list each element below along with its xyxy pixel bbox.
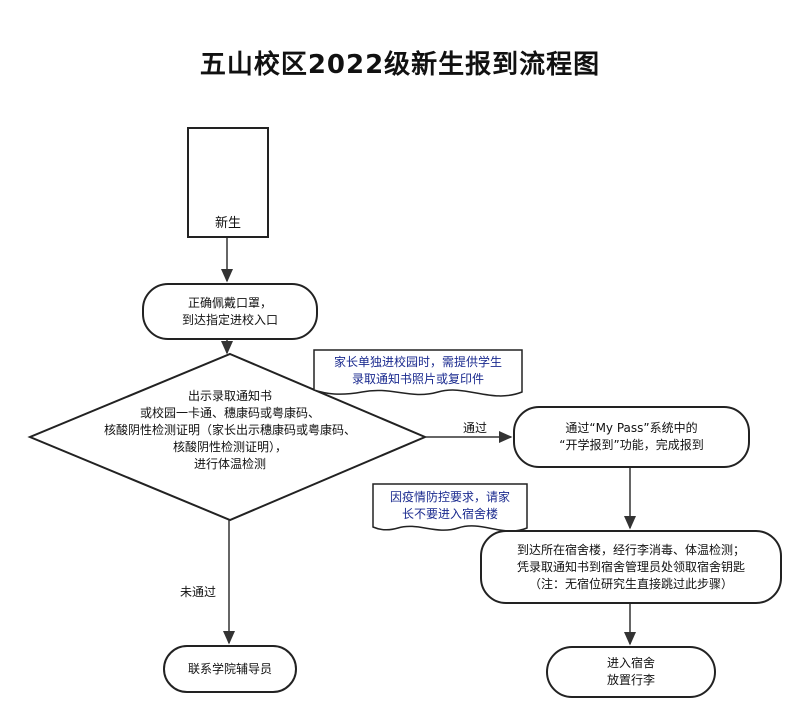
edge-pass-label: 通过 bbox=[463, 421, 488, 435]
step-dorm-line-2: 凭录取通知书到宿舍管理员处领取宿舍钥匙 bbox=[516, 559, 745, 574]
step-mypass-line-2: “开学报到”功能，完成报到 bbox=[559, 438, 704, 452]
step-dorm-box: 到达所在宿舍楼，经行李消毒、体温检测； 凭录取通知书到宿舍管理员处领取宿舍钥匙 … bbox=[480, 530, 782, 604]
student-portrait-frame bbox=[187, 127, 269, 214]
start-node-label: 新生 bbox=[187, 212, 269, 238]
step-enter-line-2: 放置行李 bbox=[606, 673, 655, 687]
step-enter-line-1: 进入宿舍 bbox=[606, 656, 655, 670]
step-mypass-line-1: 通过“My Pass”系统中的 bbox=[565, 421, 698, 435]
step-mypass-box: 通过“My Pass”系统中的 “开学报到”功能，完成报到 bbox=[513, 406, 750, 468]
step-counselor-box: 联系学院辅导员 bbox=[163, 645, 297, 693]
note-parent-shape bbox=[313, 349, 523, 397]
decision-line-5: 进行体温检测 bbox=[193, 457, 266, 471]
step-mask-line-2: 到达指定进校入口 bbox=[181, 312, 278, 327]
decision-line-4: 核酸阴性检测证明）， bbox=[172, 440, 287, 454]
decision-diamond bbox=[27, 352, 428, 522]
step-mask-box: 正确佩戴口罩， 到达指定进校入口 bbox=[142, 283, 318, 340]
edge-fail-label: 未通过 bbox=[180, 585, 217, 599]
step-mask-line-1: 正确佩戴口罩， bbox=[187, 295, 272, 310]
note-parent-line-1: 家长单独进校园时，需提供学生 bbox=[333, 355, 502, 369]
note-dorm-line-1: 因疫情防控要求，请家 bbox=[389, 490, 510, 504]
note-parent-line-2: 录取通知书照片或复印件 bbox=[351, 372, 484, 386]
step-dorm-line-3: （注：无宿位研究生直接跳过此步骤） bbox=[528, 576, 733, 591]
step-counselor-label: 联系学院辅导员 bbox=[187, 661, 272, 676]
decision-line-2: 或校园一卡通、穗康码或粤康码、 bbox=[139, 406, 320, 420]
step-enter-box: 进入宿舍 放置行李 bbox=[546, 646, 716, 698]
decision-line-1: 出示录取通知书 bbox=[187, 389, 272, 403]
decision-text: 出示录取通知书 或校园一卡通、穗康码或粤康码、 核酸阴性检测证明（家长出示穗康码… bbox=[60, 388, 400, 473]
note-parent: 家长单独进校园时，需提供学生 录取通知书照片或复印件 bbox=[314, 354, 522, 388]
step-dorm-line-1: 到达所在宿舍楼，经行李消毒、体温检测； bbox=[516, 542, 745, 557]
note-dorm-line-2: 长不要进入宿舍楼 bbox=[401, 507, 498, 521]
decision-line-3: 核酸阴性检测证明（家长出示穗康码或粤康码、 bbox=[103, 423, 356, 437]
page-title: 五山校区2022级新生报到流程图 bbox=[199, 50, 601, 80]
note-dorm: 因疫情防控要求，请家 长不要进入宿舍楼 bbox=[373, 489, 527, 523]
